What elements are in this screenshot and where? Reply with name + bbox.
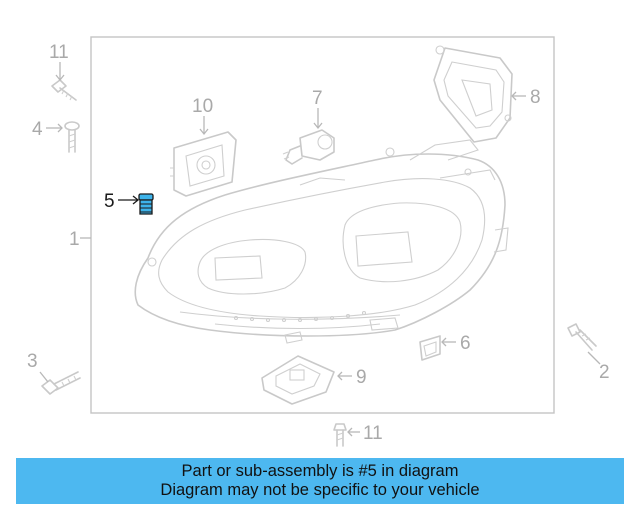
callout-5: 5 (104, 191, 115, 212)
callout-1: 1 (69, 229, 80, 250)
part-11-screw-bottom[interactable] (333, 423, 347, 447)
assembly-frame (90, 36, 555, 414)
part-8-cover[interactable] (433, 45, 513, 143)
banner-line-2: Diagram may not be specific to your vehi… (160, 481, 480, 499)
parts-diagram: 1 2 3 4 5 6 7 8 9 10 11 11 (27, 36, 610, 447)
callout-11-top: 11 (49, 42, 69, 63)
part-7-bulb-socket[interactable] (282, 129, 335, 165)
part-5-highlighted[interactable] (138, 193, 154, 215)
callout-4: 4 (32, 119, 43, 140)
callout-9: 9 (356, 367, 367, 388)
info-banner: Part or sub-assembly is #5 in diagram Di… (16, 458, 624, 504)
callout-3: 3 (27, 351, 38, 372)
callout-7: 7 (312, 88, 323, 109)
part-4-bolt[interactable] (64, 121, 80, 153)
callout-8: 8 (530, 87, 541, 108)
callout-6: 6 (460, 333, 471, 354)
callout-2: 2 (599, 362, 610, 383)
part-6-clip[interactable] (419, 335, 441, 361)
callout-11-bottom: 11 (363, 423, 383, 444)
part-9-module[interactable] (261, 355, 335, 405)
part-2-bolt[interactable] (567, 323, 597, 351)
banner-line-1: Part or sub-assembly is #5 in diagram (181, 462, 459, 480)
part-3-bolt[interactable] (41, 371, 81, 395)
part-11-screw-top[interactable] (51, 79, 77, 101)
part-10-control-module[interactable] (170, 131, 237, 197)
headlamp-assembly[interactable] (134, 139, 509, 344)
callout-10: 10 (192, 96, 213, 117)
